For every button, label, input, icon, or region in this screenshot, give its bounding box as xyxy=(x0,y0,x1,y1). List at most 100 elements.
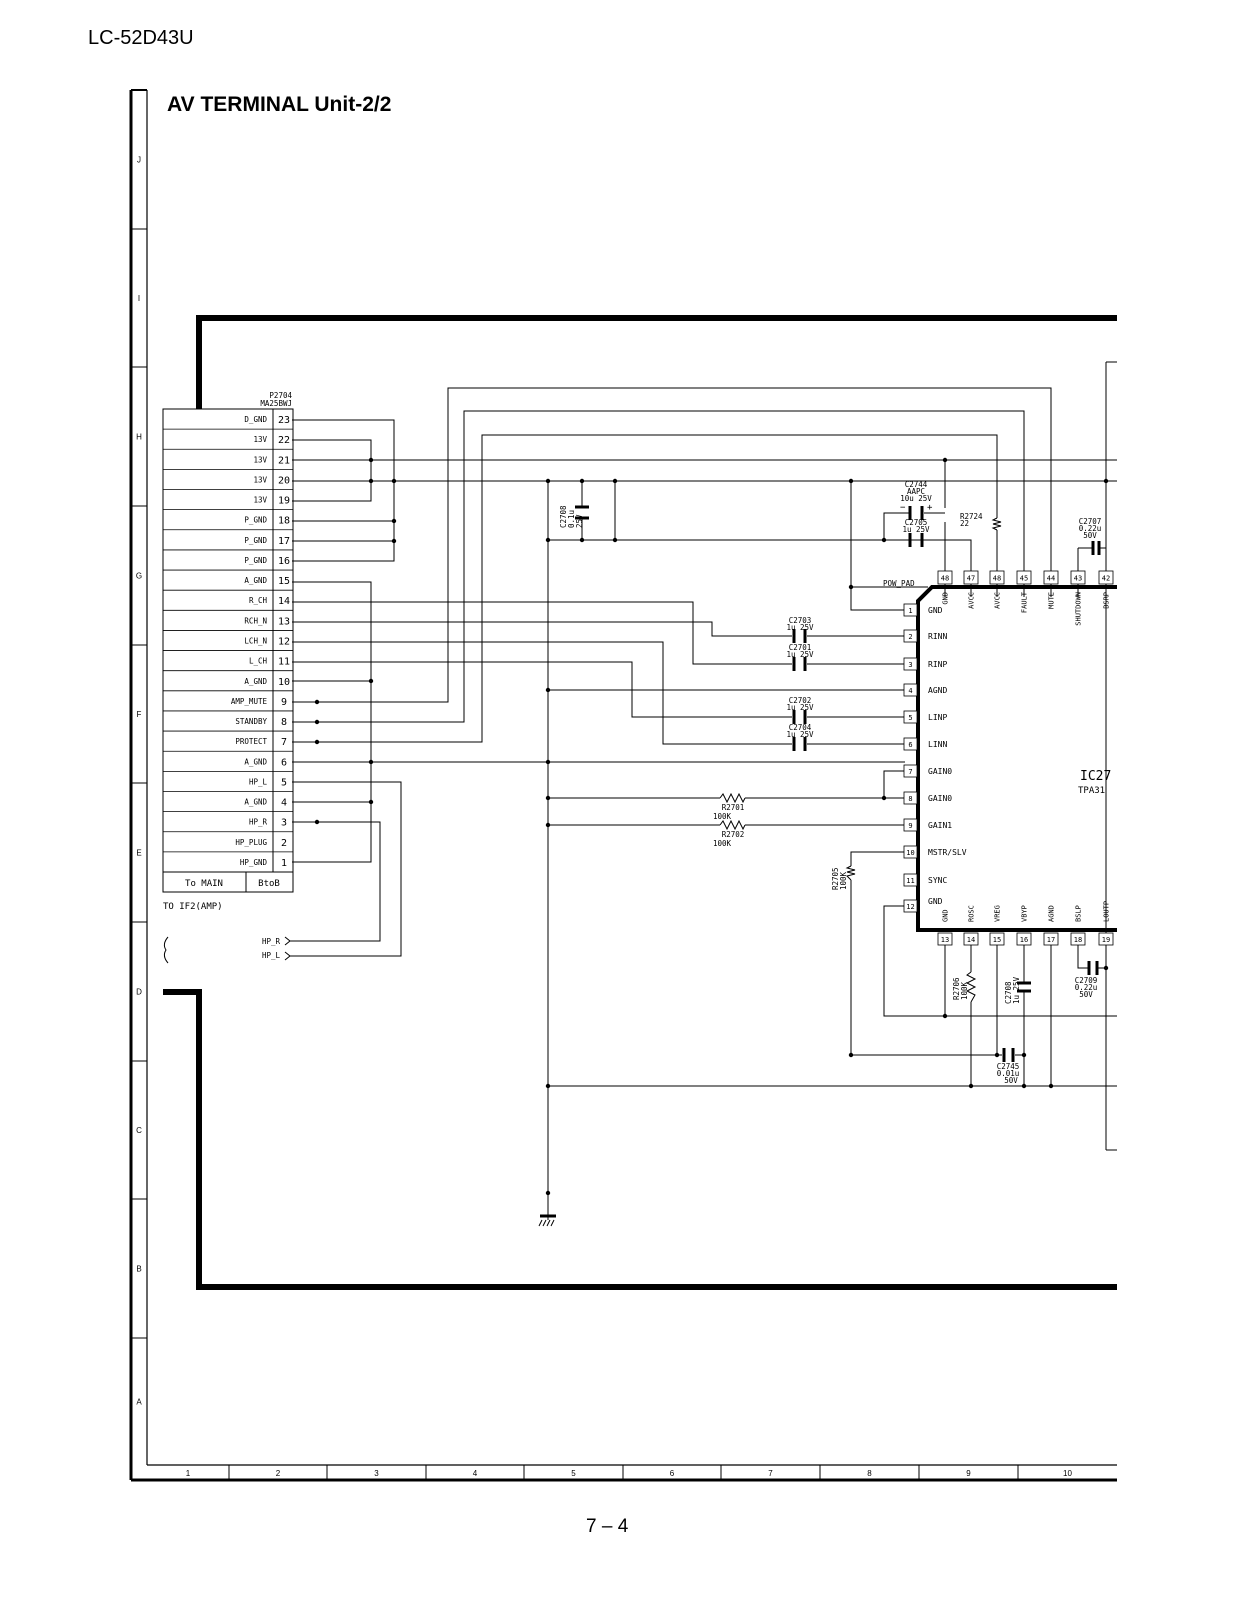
ic-pin-name: GND xyxy=(928,897,943,906)
ic-pin-box xyxy=(1098,570,1114,585)
ic-pin-number: 43 xyxy=(1074,575,1082,583)
ic-pin-number: 13 xyxy=(941,936,949,944)
ic-pin-number: 12 xyxy=(906,903,914,911)
c2745-val: 0.01u xyxy=(997,1069,1020,1078)
ic-pin-box xyxy=(963,570,979,585)
connector-pin-label: L_CH xyxy=(249,657,268,666)
ic-pin-name: BSRP xyxy=(1103,592,1111,609)
row-label: F xyxy=(137,710,142,719)
column-label: 10 xyxy=(1063,1469,1072,1478)
c2705-val: 1u 25V xyxy=(902,525,930,534)
connector-pin-label: 13V xyxy=(253,455,267,464)
ic-pin-number: 48 xyxy=(941,575,949,583)
c2701-ref: C2701 xyxy=(789,643,812,652)
frame xyxy=(129,89,1117,1482)
connector-pin-number: 21 xyxy=(278,455,290,466)
c2703-val: 1u 25V xyxy=(786,623,814,632)
row-label: A xyxy=(136,1398,142,1407)
ic-pin-number: 18 xyxy=(1074,936,1082,944)
hp-l-label: HP_L xyxy=(262,951,281,960)
row-label: E xyxy=(136,849,141,858)
hp-r-label: HP_R xyxy=(262,937,281,946)
ic-pin-number: 16 xyxy=(1020,936,1028,944)
c2745-ref: C2745 xyxy=(997,1062,1020,1071)
c2708-ref: C2708 xyxy=(559,505,568,528)
row-label: C xyxy=(136,1126,142,1135)
connector-pin-label: PROTECT xyxy=(235,737,267,746)
column-label: 7 xyxy=(768,1469,773,1478)
ic-pin-number: 11 xyxy=(906,877,914,885)
ic-pin-box xyxy=(937,932,953,946)
c2704-val: 1u 25V xyxy=(786,730,814,739)
junction-dot xyxy=(1048,1083,1054,1089)
ic-pin-box xyxy=(1098,932,1114,946)
c2745-volt: 50V xyxy=(1004,1076,1018,1085)
junction-dot xyxy=(368,457,374,463)
connector-pin-label: P_GND xyxy=(244,516,267,525)
ic-pin-name: MSTR/SLV xyxy=(928,848,967,857)
connector-pin-number: 4 xyxy=(281,798,287,809)
junction-dot xyxy=(612,537,618,543)
ic-pin-name: LINN xyxy=(928,740,947,749)
ic-pin-name: FAULT xyxy=(1021,591,1029,613)
component-labels: C2708 0.1u 25V C2744 AAPC 10u 25V − + C2… xyxy=(559,480,1101,1085)
row-label: I xyxy=(138,294,140,303)
connector-pin-label: A_GND xyxy=(244,677,267,686)
ic-pin-number: 19 xyxy=(1102,936,1110,944)
connector-pin-label: AMP_MUTE xyxy=(231,697,268,706)
row-label: D xyxy=(136,988,142,997)
ic-pin-box xyxy=(989,932,1005,946)
r2705-val: 100K xyxy=(839,871,848,890)
junction-dot xyxy=(579,537,585,543)
column-label: 1 xyxy=(186,1469,191,1478)
r2724-ref: R2724 xyxy=(960,512,983,521)
resistors xyxy=(719,517,1002,1003)
ic-pin-number: 17 xyxy=(1047,936,1055,944)
junction-dot xyxy=(1103,965,1109,971)
connector-pin-number: 6 xyxy=(281,757,287,768)
connector-pin-number: 3 xyxy=(281,818,287,829)
ic-pin-name: GND xyxy=(928,606,943,615)
r2702-ref: R2702 xyxy=(722,830,745,839)
ic-pin-number: 14 xyxy=(967,936,975,944)
capacitors xyxy=(575,505,1101,1062)
junction-dot xyxy=(881,537,887,543)
ground-symbol xyxy=(538,1214,556,1227)
c2708-val: 0.1u xyxy=(567,510,576,528)
junction-dot xyxy=(1021,1052,1027,1058)
connector-pin-label: A_GND xyxy=(244,757,267,766)
ic-pin-name: RINP xyxy=(928,660,947,669)
junction-dot xyxy=(391,478,397,484)
ic-body: POW_PAD IC27 TPA31 xyxy=(883,579,1117,932)
ic-pin-name: LOUTP xyxy=(1103,901,1111,922)
connector-pin-label: LCH_N xyxy=(244,637,267,646)
c2706-ref: C2708 xyxy=(1004,981,1013,1004)
c2704-ref: C2704 xyxy=(789,723,812,732)
row-label: H xyxy=(136,433,142,442)
connector-pin-number: 11 xyxy=(278,657,290,668)
connector-pin-number: 5 xyxy=(281,777,287,788)
connector-pin-number: 15 xyxy=(278,576,290,587)
ic-pin-name: AGND xyxy=(928,686,947,695)
c2705-ref: C2705 xyxy=(905,518,928,527)
connector-footer-right: BtoB xyxy=(258,879,280,889)
connector-pin-number: 9 xyxy=(281,697,287,708)
ic-pin-number: 3 xyxy=(908,661,912,669)
ic-pin-box xyxy=(903,737,918,751)
r2705-ref: R2705 xyxy=(831,867,840,890)
ic-pin-name: BSLP xyxy=(1075,905,1083,922)
junction-dot xyxy=(994,1052,1000,1058)
row-label: G xyxy=(136,572,142,581)
junction-dot xyxy=(314,739,320,745)
c2744-type: AAPC xyxy=(907,487,925,496)
junctions xyxy=(314,457,1109,1196)
junction-dot xyxy=(545,478,551,484)
ic-pin-number: 9 xyxy=(908,822,912,830)
ic-pin-name: AVCC xyxy=(968,592,976,609)
ic-pin-box xyxy=(903,683,918,697)
c2744-val: 10u 25V xyxy=(900,494,932,503)
ic-pin-name: SYNC xyxy=(928,876,947,885)
connector-pin-label: RCH_N xyxy=(244,616,267,625)
